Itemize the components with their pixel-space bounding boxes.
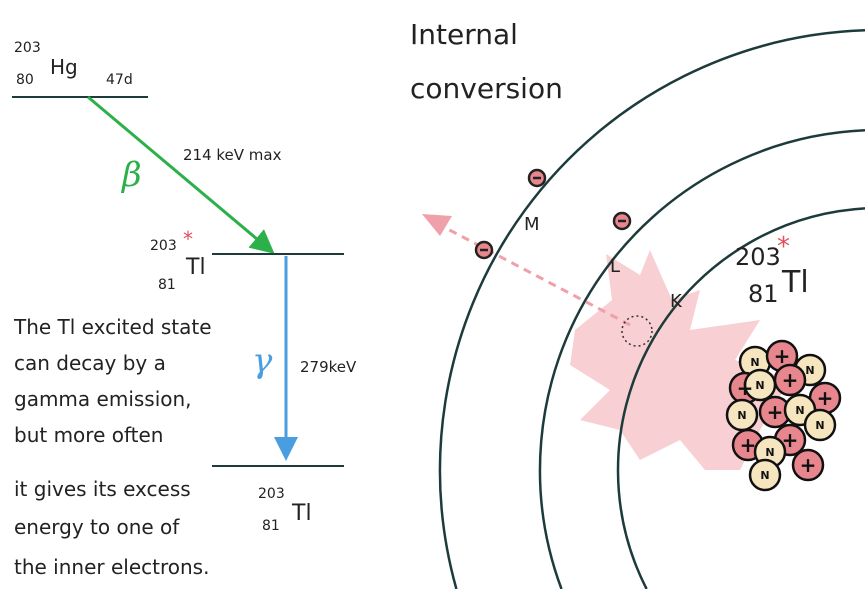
electron-l — [612, 211, 632, 231]
proton-label: + — [740, 433, 757, 457]
description-line: but more often — [14, 423, 163, 447]
beta-symbol: β — [120, 155, 142, 195]
proton-label: + — [782, 428, 799, 452]
proton-label: + — [767, 400, 784, 424]
ground-symbol: Tl — [291, 501, 312, 526]
description-line: energy to one of — [14, 515, 180, 539]
beta-arrow — [87, 95, 275, 254]
title-line-1: Internal — [410, 18, 518, 51]
beta-energy: 214 keV max — [183, 146, 282, 164]
parent-symbol: Hg — [50, 55, 78, 79]
neutron-label: N — [760, 469, 769, 482]
description-line: can decay by a — [14, 351, 166, 375]
ground-mass: 203 — [258, 486, 285, 502]
electron-m1 — [527, 168, 547, 188]
neutron-label: N — [795, 404, 804, 417]
description-line: the inner electrons. — [14, 555, 209, 579]
neutron-label: N — [805, 364, 814, 377]
ejected-path — [439, 223, 631, 327]
proton-label: + — [800, 453, 817, 477]
neutron-label: N — [765, 446, 774, 459]
gamma-symbol: γ — [252, 341, 273, 381]
proton — [791, 448, 825, 482]
shell-l-label: L — [610, 256, 620, 277]
shell-l — [538, 129, 865, 589]
description-line: gamma emission, — [14, 387, 192, 411]
nucleus-symbol: Tl — [781, 265, 809, 300]
proton-label: + — [817, 386, 834, 410]
proton — [773, 363, 807, 397]
shell-k-label: K — [670, 291, 683, 312]
excited-mass: 203 — [150, 238, 177, 254]
neutron — [748, 458, 782, 492]
neutron-label: N — [750, 356, 759, 369]
description-line: it gives its excess — [14, 477, 191, 501]
neutron — [803, 408, 837, 442]
parent-mass: 203 — [14, 40, 41, 56]
proton-label: + — [737, 376, 754, 400]
title-line-2: conversion — [410, 72, 563, 105]
excited-symbol: Tl — [185, 255, 206, 280]
parent-atomic: 80 — [16, 72, 34, 88]
shell-m — [438, 29, 865, 589]
parent-halflife: 47d — [106, 72, 133, 88]
shell-k — [616, 207, 865, 589]
nucleus-mass: 203 — [735, 243, 781, 271]
ground-atomic: 81 — [262, 518, 280, 534]
description-text: The Tl excited state can decay by a gamm… — [13, 315, 212, 579]
electron-ejected — [474, 240, 494, 260]
neutron-label: N — [815, 419, 824, 432]
proton-label: + — [782, 368, 799, 392]
proton-label: + — [774, 344, 791, 368]
shell-m-label: M — [524, 214, 540, 235]
excited-atomic: 81 — [158, 277, 176, 293]
vacancy-k — [621, 315, 653, 347]
nucleus-atomic: 81 — [748, 280, 779, 308]
ejected-arrowhead — [422, 214, 452, 236]
nucleus: N+N+N++N+NN++N+N — [725, 339, 842, 492]
nucleus-star: * — [777, 232, 790, 262]
neutron-label: N — [737, 409, 746, 422]
gamma-energy: 279keV — [300, 358, 357, 376]
excited-star: * — [183, 227, 193, 251]
description-line: The Tl excited state — [13, 315, 212, 339]
neutron-label: N — [755, 379, 764, 392]
